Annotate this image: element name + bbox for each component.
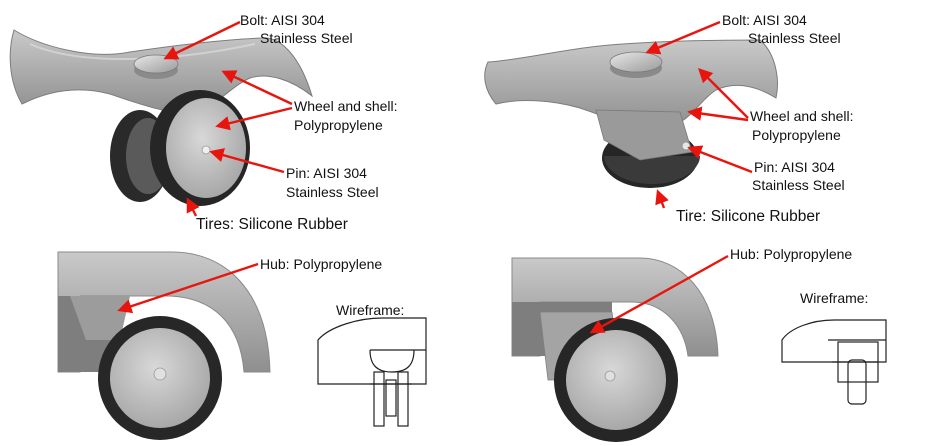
caster-b-pin (681, 141, 691, 151)
label-b-wheel-line2: Polypropylene (752, 127, 841, 143)
label-b-tire: Tire: Silicone Rubber (676, 208, 821, 225)
label-a-wheel-line1: Wheel and shell: (294, 98, 398, 114)
label-a-bolt-line2: Stainless Steel (260, 30, 353, 46)
arrow-b-pin (687, 145, 753, 174)
arrow-a-shell (221, 70, 293, 106)
label-b-bolt-line2: Stainless Steel (748, 30, 841, 46)
arrow-a-bolt (163, 20, 241, 60)
caster-a-closeup-shell (57, 251, 271, 373)
label-a-hub: Hub: Polypropylene (260, 256, 383, 272)
caster-a-render (9, 29, 313, 206)
label-b-wireframe: Wireframe: (800, 290, 869, 306)
caster-a-closeup (57, 251, 271, 440)
caster-b-render (484, 39, 778, 188)
leader-arrows (117, 20, 753, 334)
caster-b-shell (484, 39, 778, 128)
arrow-b-bolt (645, 20, 721, 55)
label-a-wireframe: Wireframe: (336, 302, 405, 318)
arrow-a-hub (117, 262, 259, 314)
label-b-pin-line1: Pin: AISI 304 (754, 159, 835, 175)
arrow-b-hub (589, 254, 729, 334)
caster-a-pin (201, 145, 211, 155)
label-a-pin-line1: Pin: AISI 304 (286, 165, 367, 181)
label-b-pin-line2: Stainless Steel (752, 177, 845, 193)
label-a-pin-line2: Stainless Steel (286, 184, 379, 200)
caster-b-closeup-shell (511, 257, 719, 357)
arrow-b-tire (655, 189, 669, 209)
label-a-wheel-line2: Polypropylene (294, 117, 383, 133)
caster-a-wireframe (317, 317, 427, 427)
arrow-b-shell (697, 67, 749, 119)
label-b-wheel-line1: Wheel and shell: (750, 108, 854, 124)
label-b-hub: Hub: Polypropylene (730, 246, 853, 262)
label-b-bolt-line1: Bolt: AISI 304 (722, 12, 807, 28)
label-a-bolt-line1: Bolt: AISI 304 (240, 12, 325, 28)
arrow-a-wheel (215, 106, 293, 131)
arrow-b-wheel (687, 106, 749, 122)
arrow-a-pin (209, 148, 285, 174)
caster-b-closeup-wheel (566, 330, 666, 430)
arrow-a-tires (186, 197, 200, 217)
caster-b-closeup (511, 257, 719, 442)
caster-b-wireframe (781, 319, 887, 405)
label-a-tires: Tires: Silicone Rubber (196, 216, 348, 233)
